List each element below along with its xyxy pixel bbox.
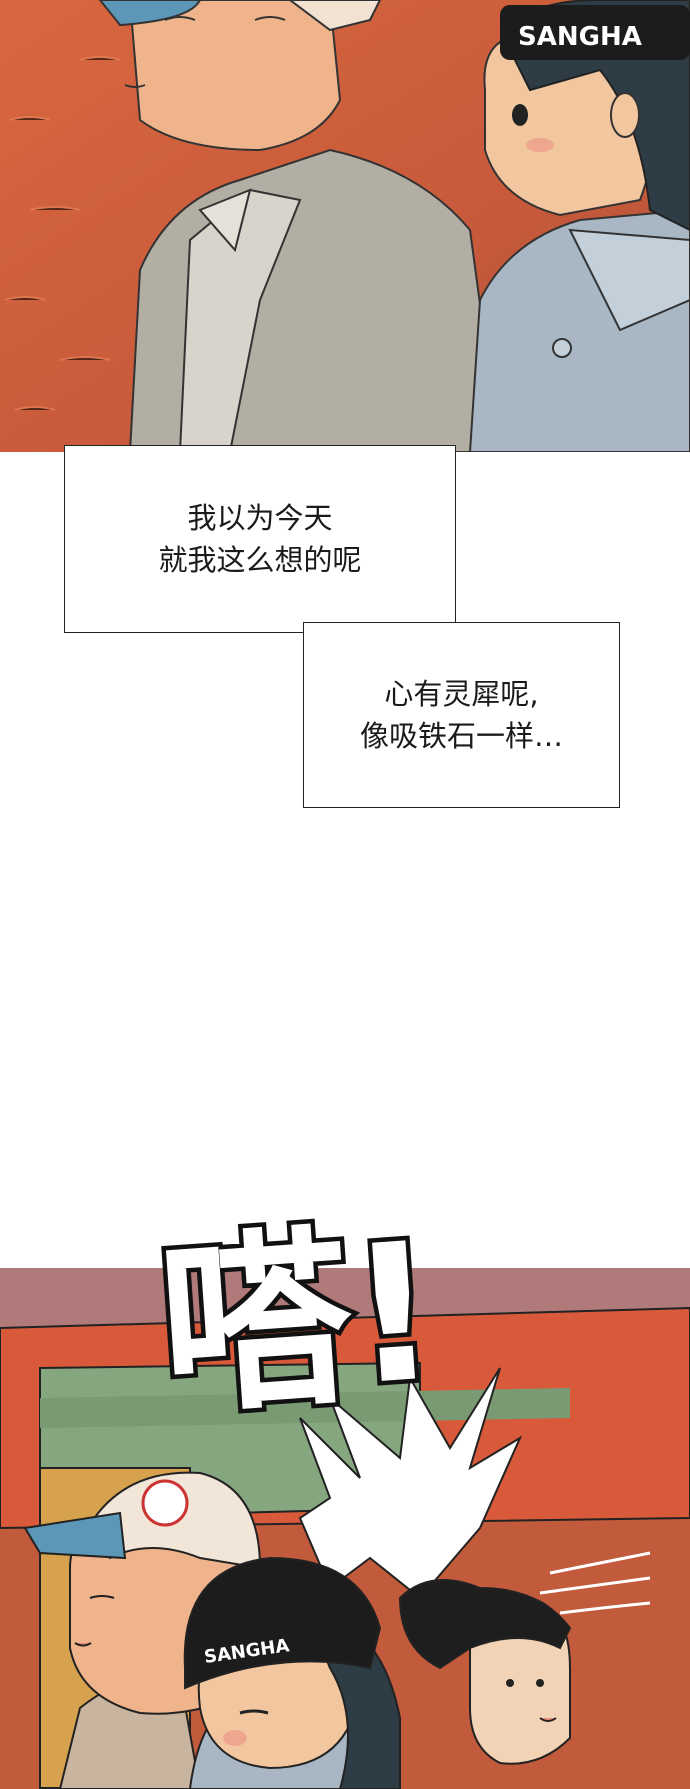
boy-shirt [178,188,302,452]
beanie-logo-text: SANGHA [518,22,642,52]
top-comic-panel: SANGHA [0,0,690,452]
girl-figure: SANGHA [468,0,690,452]
girl-jacket-collar [568,228,690,332]
boy-cap-brim [23,1511,127,1560]
impact-burst [298,1367,523,1600]
narration-box-1-line-2: 就我这么想的呢 [158,543,362,577]
narration-box-2-line-2: 像吸铁石一样… [359,719,563,753]
boy-cap [288,0,382,32]
boy-cap-brim [98,0,202,27]
boy2-eye [506,1679,514,1687]
girl-beanie [183,1556,382,1690]
sfx-lettering: 嗒! [149,1197,449,1446]
narration-box-1: 我以为今天 就我这么想的呢 [64,445,456,633]
girl-blush [223,1730,247,1746]
girl-blush [526,138,554,152]
boy-figure [98,0,502,452]
tent-stripe [40,1388,570,1428]
boy-face [128,0,342,152]
boy-with-cap [23,1471,262,1789]
boy-mouth [124,84,146,88]
girl-eye [239,1709,269,1715]
narration-box-2: 心有灵犀呢, 像吸铁石一样… [303,622,620,808]
boy-mouth [74,1642,92,1647]
boy-eyes [164,16,286,21]
boy-collar [198,188,252,253]
girl-eye [512,104,528,126]
narration-box-2-line-1: 心有灵犀呢, [384,677,539,711]
dark-haired-boy [398,1579,572,1765]
narration-box-1-line-1: 我以为今天 [187,501,333,535]
bottom-comic-panel: SANGHA [0,1268,690,1789]
girl-with-beanie: SANGHA [183,1556,401,1789]
girl-beanie [500,5,690,60]
cap-badge [141,1479,189,1527]
festival-scene-illustration: SANGHA [0,1268,690,1789]
girl-ear [610,92,640,138]
sunset-scene-illustration: SANGHA [0,0,690,452]
boy2-hair [398,1579,572,1670]
girl-jacket-button [552,338,572,358]
water-streaks [4,56,121,411]
sound-effect: 嗒! [149,1185,490,1446]
speed-lines [539,1551,651,1615]
boy-eye [89,1595,115,1599]
boy2-eye-2 [536,1679,544,1687]
sfx-text: 嗒! [153,1201,444,1435]
boy2-mouth [539,1717,557,1722]
